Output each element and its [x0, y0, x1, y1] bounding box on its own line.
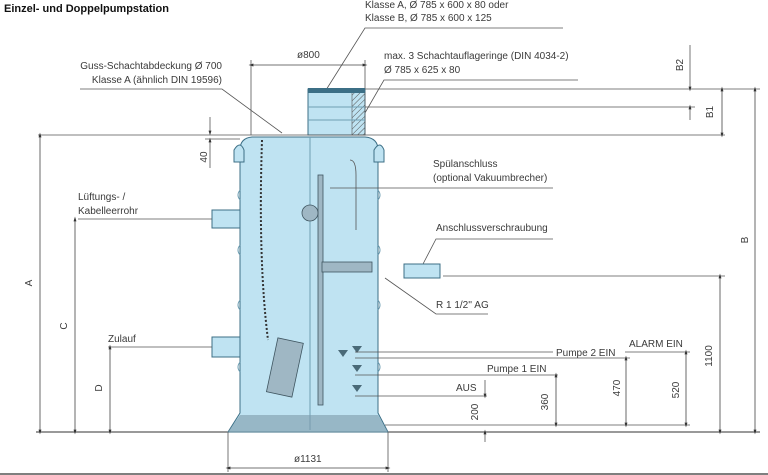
dim-label-c: C: [59, 322, 70, 329]
label-flush-2: (optional Vakuumbrecher): [433, 173, 547, 184]
dim-label-d: D: [94, 384, 105, 391]
label-alarm: ALARM EIN: [629, 339, 683, 350]
dim-label-b2: B2: [675, 58, 686, 71]
label-vent-1: Lüftungs- /: [78, 192, 125, 203]
dim-label-a: A: [24, 279, 35, 286]
vent-pipe: [211, 209, 241, 229]
label-diameter-1131: ø1131: [294, 454, 322, 465]
label-connector: Anschlussverschraubung: [436, 223, 548, 234]
label-inlet: Zulauf: [108, 334, 136, 345]
label-pump2: Pumpe 2 EIN: [556, 348, 615, 359]
leader-klasse: [325, 27, 563, 91]
label-klasse-a: Klasse A, Ø 785 x 600 x 80 oder: [365, 0, 509, 11]
label-rings-2: Ø 785 x 625 x 80: [384, 65, 461, 76]
dim-label-40: 40: [199, 151, 210, 163]
riser-pipe: [317, 174, 324, 406]
screw-connector: [403, 263, 441, 279]
dim-label-360: 360: [540, 393, 551, 410]
leader-rings: [357, 79, 578, 126]
label-flush-1: Spülanschluss: [433, 159, 497, 170]
check-valve: [301, 204, 319, 222]
manhole-cover: [308, 88, 365, 93]
dim-label-470: 470: [612, 379, 623, 396]
dim-label-200: 200: [470, 403, 481, 420]
level-markers: [338, 346, 362, 392]
label-pump1: Pumpe 1 EIN: [487, 364, 546, 375]
support-rings: [351, 91, 366, 136]
diagram-title: Einzel- und Doppelpumpstation: [4, 3, 169, 15]
label-vent-2: Kabelleerrohr: [78, 206, 139, 217]
label-cover-1: Guss-Schachtabdeckung Ø 700: [80, 61, 222, 72]
label-klasse-b: Klasse B, Ø 785 x 600 x 125: [365, 13, 492, 24]
label-cover-2: Klasse A (ähnlich DIN 19596): [92, 75, 222, 86]
dim-label-1100: 1100: [704, 345, 715, 367]
dim-label-520: 520: [671, 381, 682, 398]
label-off: AUS: [456, 383, 477, 394]
chain: [259, 139, 269, 341]
inlet-pipe: [211, 336, 241, 358]
label-diameter-800: ø800: [297, 50, 320, 61]
label-thread: R 1 1/2'' AG: [436, 300, 489, 311]
leader-cover: [80, 88, 283, 134]
discharge-pipe: [321, 261, 373, 273]
label-rings-1: max. 3 Schachtauflageringe (DIN 4034-2): [384, 51, 569, 62]
tank-body: [227, 136, 389, 433]
submersible-pump: [265, 337, 304, 398]
dim-label-b1: B1: [705, 105, 716, 118]
dim-label-b: B: [740, 236, 751, 243]
